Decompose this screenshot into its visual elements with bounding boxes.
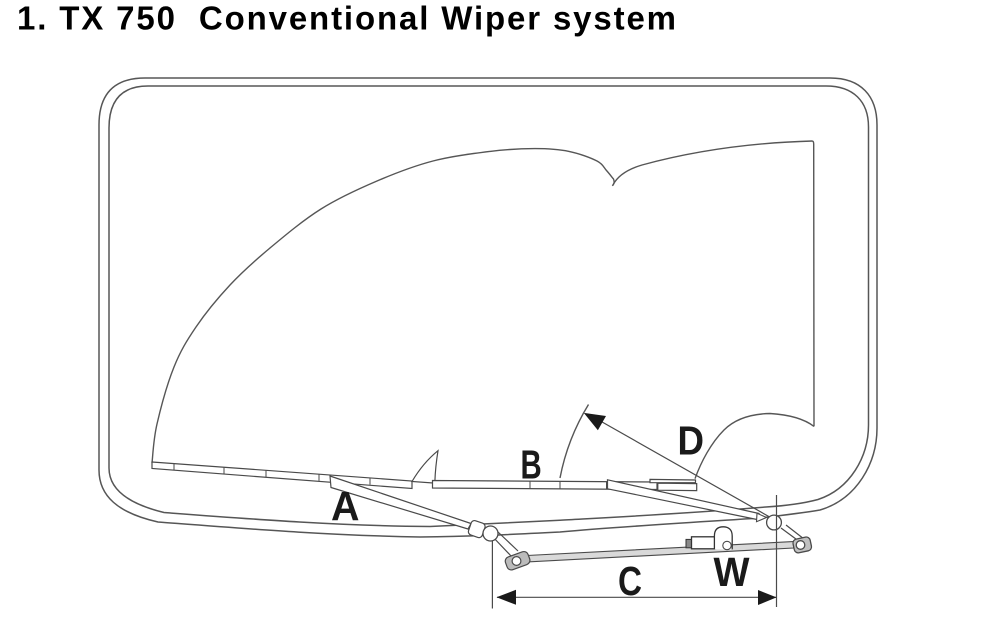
- svg-text:W: W: [714, 549, 750, 595]
- svg-text:B: B: [521, 442, 542, 488]
- svg-text:C: C: [618, 558, 642, 604]
- svg-text:A: A: [331, 483, 360, 529]
- svg-text:1. TX 750 Conventional Wiper: 1. TX 750 Conventional Wiper system: [17, 0, 676, 37]
- svg-text:D: D: [678, 418, 705, 464]
